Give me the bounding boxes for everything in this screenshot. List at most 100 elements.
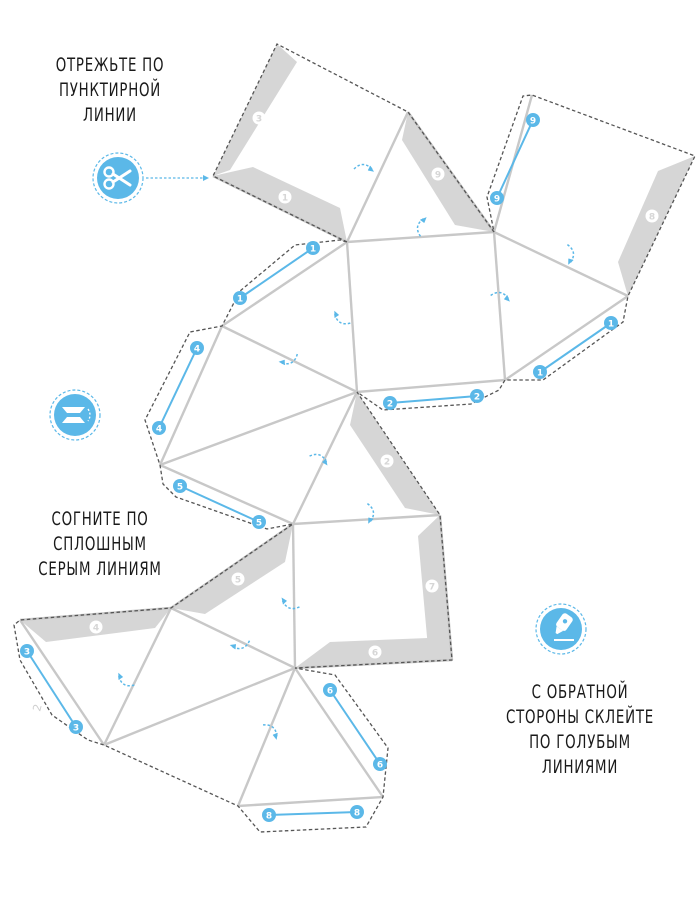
glue-dot <box>152 421 166 435</box>
glue-number: 5 <box>177 483 183 493</box>
fold-line <box>294 667 384 798</box>
gray-tab <box>350 392 440 515</box>
glue-number: 4 <box>194 345 200 355</box>
glue-dot <box>190 341 204 355</box>
fold-arrow-icon <box>117 672 135 687</box>
glue-number: 2 <box>474 393 480 403</box>
instruction-line: СПЛОШНЫМ <box>53 533 147 555</box>
fold-line <box>221 324 358 394</box>
tab-number: 4 <box>93 624 99 634</box>
glue-dot <box>20 644 34 658</box>
gray-tab <box>402 112 494 232</box>
gray-tab <box>171 524 293 614</box>
fold-line <box>159 390 358 467</box>
glue-dot <box>526 113 540 127</box>
glue-dot <box>252 515 266 529</box>
glue-line <box>26 650 77 728</box>
glue-number: 1 <box>310 245 316 255</box>
fold-line <box>102 607 173 746</box>
cut-pointer <box>146 175 209 181</box>
instruction-line: ЛИНИЯМИ <box>541 756 619 778</box>
glue-number: 8 <box>266 812 272 822</box>
fold-arrow-icon <box>353 163 375 172</box>
cut-outline <box>13 43 696 833</box>
fold-arrow-icon <box>566 244 575 265</box>
fold-arrow-icon <box>490 291 510 302</box>
fold-icon <box>49 389 101 441</box>
glue-number: 4 <box>156 425 162 435</box>
glue-number: 6 <box>377 761 383 771</box>
fold-line <box>236 667 297 807</box>
instruction-line: ПО ГОЛУБЫМ <box>529 731 631 753</box>
tab-number-badge <box>425 579 439 593</box>
glue-dot <box>350 805 364 819</box>
instruction-line: СЕРЫМ ЛИНИЯМ <box>38 558 162 580</box>
pointer-arrowhead-icon <box>203 175 209 181</box>
instruction-line: ПУНКТИРНОЙ <box>58 79 162 101</box>
glue-line <box>539 322 612 373</box>
glue-number: 8 <box>354 809 360 819</box>
fold-line <box>170 606 296 670</box>
glue-line <box>179 485 260 523</box>
cut-lines <box>13 43 696 833</box>
fold-line <box>158 325 224 466</box>
glue-dot <box>173 479 187 493</box>
glue-dot <box>306 241 320 255</box>
fold-line <box>291 391 359 525</box>
fold-line <box>159 463 294 526</box>
glue-number: 9 <box>530 117 536 127</box>
fold-arrow-icon <box>333 310 351 325</box>
tab-number-badge <box>278 190 292 204</box>
glue-number: 1 <box>237 295 243 305</box>
tab-number-badge <box>89 620 103 634</box>
glue-dot <box>490 191 504 205</box>
glue-dot <box>383 396 397 410</box>
fold-arrow-icon <box>281 597 300 610</box>
fold-arrow-icon <box>278 353 299 366</box>
fold-arrow-icon <box>229 640 251 650</box>
glue-dot <box>533 365 547 379</box>
glue-dot <box>262 808 276 822</box>
glue-line <box>389 395 478 404</box>
gray-tab <box>213 44 297 176</box>
scissors-icon <box>92 152 144 204</box>
glue-dot <box>233 291 247 305</box>
fold-line <box>237 795 384 808</box>
tab-number-badge <box>231 572 245 586</box>
fold-line <box>356 378 506 394</box>
fold-arrows <box>117 163 575 740</box>
fold-line <box>492 231 507 381</box>
gray-tab <box>618 156 695 296</box>
fold-line <box>221 241 348 327</box>
glue-line <box>329 689 381 765</box>
fold-line <box>291 523 297 669</box>
fold-arrow-icon <box>416 217 427 237</box>
fold-line <box>345 241 359 393</box>
tab-number: 6 <box>372 649 378 659</box>
instruction-line: С ОБРАТНОЙ <box>531 681 629 703</box>
glue-line <box>268 811 358 816</box>
instruction-line: ЛИНИИ <box>83 104 137 126</box>
glue-line <box>239 247 314 299</box>
fold-line <box>292 513 441 526</box>
fold-line <box>346 230 495 244</box>
fold-line <box>345 111 410 243</box>
glue-dot <box>373 757 387 771</box>
glue-number: 9 <box>494 195 500 205</box>
instruction-line: ОТРЕЖЬТЕ ПО <box>55 54 165 76</box>
tab-number: 5 <box>235 576 241 586</box>
instruction-line: СОГНИТЕ ПО <box>51 508 149 530</box>
fold-arrow-icon <box>262 724 278 740</box>
tab-number: 2 <box>384 458 390 468</box>
tab-number-badge <box>645 209 659 223</box>
glue-line <box>158 347 198 429</box>
glue-number: 3 <box>24 648 30 658</box>
tab-number: 8 <box>649 213 655 223</box>
instruction-cut: ОТРЕЖЬТЕ ПО ПУНКТИРНОЙ ЛИНИИ <box>32 53 188 128</box>
glue-number: 6 <box>327 687 333 697</box>
instruction-glue: С ОБРАТНОЙ СТОРОНЫ СКЛЕЙТЕ ПО ГОЛУБЫМ ЛИ… <box>494 680 666 780</box>
tab-number-badge <box>368 645 382 659</box>
stray-label: 2 <box>30 703 44 713</box>
